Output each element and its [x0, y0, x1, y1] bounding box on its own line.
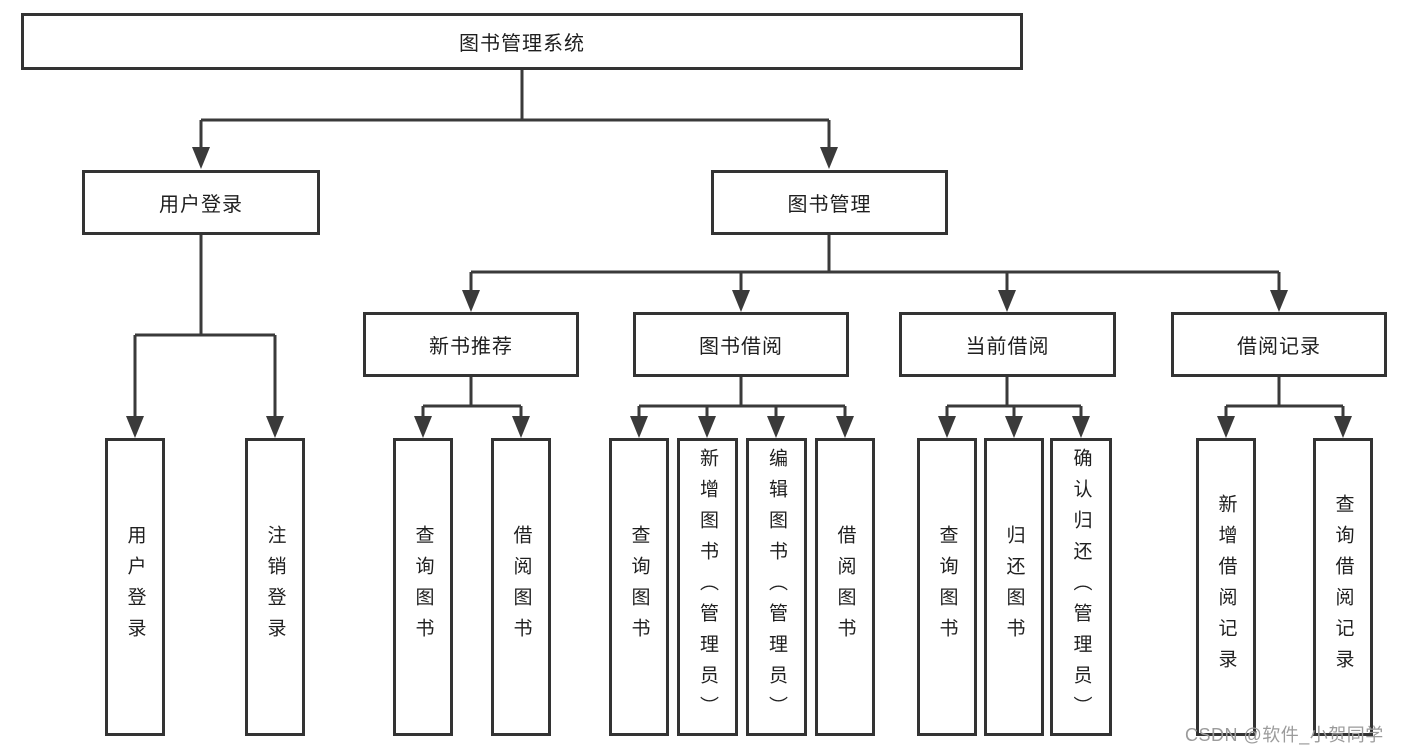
- leaf-logout: 注销登录: [245, 438, 305, 736]
- leaf-return-book: 归还图书: [984, 438, 1044, 736]
- leaf-confirm-return-admin: 确认归还（管理员）: [1050, 438, 1112, 736]
- leaf-query-book-borrow: 查询图书: [609, 438, 669, 736]
- leaf-edit-book-admin: 编辑图书（管理员）: [746, 438, 807, 736]
- csdn-watermark: CSDN @软件_小贺同学: [1185, 725, 1384, 745]
- leaf-add-borrow-record: 新增借阅记录: [1196, 438, 1256, 736]
- node-new-book-recommend-label: 新书推荐: [429, 336, 513, 358]
- connector-user-login-to-leaves: [126, 235, 284, 438]
- node-user-login-label: 用户登录: [159, 194, 243, 216]
- leaf-query-book-current: 查询图书: [917, 438, 977, 736]
- node-new-book-recommend: 新书推荐: [363, 312, 579, 377]
- leaf-borrow-book-recommend: 借阅图书: [491, 438, 551, 736]
- node-book-management: 图书管理: [711, 170, 948, 235]
- connector-borrow-records-to-leaves: [1217, 377, 1352, 438]
- node-book-management-label: 图书管理: [787, 194, 872, 216]
- leaf-add-book-admin: 新增图书（管理员）: [677, 438, 738, 736]
- node-book-borrow: 图书借阅: [633, 312, 849, 377]
- node-user-login: 用户登录: [82, 170, 320, 235]
- node-root: 图书管理系统: [21, 13, 1023, 70]
- node-root-label: 图书管理系统: [459, 33, 585, 55]
- connector-book-borrow-to-leaves: [630, 377, 854, 438]
- node-borrow-records: 借阅记录: [1171, 312, 1387, 377]
- node-book-borrow-label: 图书借阅: [699, 336, 783, 358]
- node-current-borrow: 当前借阅: [899, 312, 1116, 377]
- connector-current-borrow-to-leaves: [938, 377, 1090, 438]
- connector-root-to-level2: [192, 70, 838, 169]
- connector-book-mgmt-to-level3: [462, 235, 1288, 312]
- leaf-borrow-book: 借阅图书: [815, 438, 875, 736]
- connector-new-books-to-leaves: [414, 377, 530, 438]
- node-borrow-records-label: 借阅记录: [1237, 336, 1321, 358]
- leaf-query-book-recommend: 查询图书: [393, 438, 453, 736]
- leaf-query-borrow-record: 查询借阅记录: [1313, 438, 1373, 736]
- node-current-borrow-label: 当前借阅: [965, 336, 1050, 358]
- leaf-user-login: 用户登录: [105, 438, 165, 736]
